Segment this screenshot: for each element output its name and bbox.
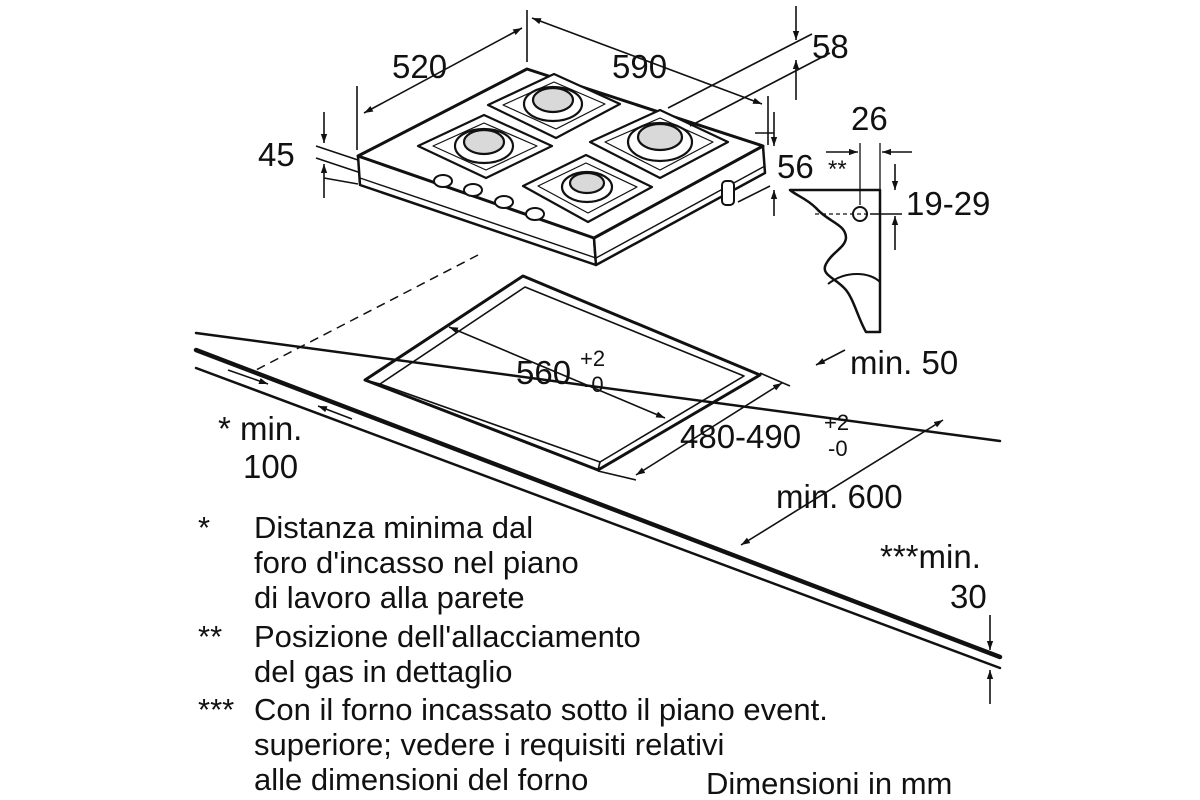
dimension-lines	[227, 6, 994, 704]
footnote-marker: **	[198, 619, 223, 654]
cutout-width-plus: +2	[824, 410, 850, 435]
projection-dashed-line	[255, 254, 479, 371]
gas-bracket-profile	[788, 188, 882, 334]
burner-front	[521, 153, 654, 224]
cutout-length-base: 560	[516, 354, 572, 391]
burner-right	[588, 108, 730, 180]
footnote-line: superiore; vedere i requisiti relativi	[254, 727, 725, 762]
footnote-line: di lavoro alla parete	[254, 580, 525, 615]
footnote-line: Posizione dell'allacciamento	[254, 619, 641, 654]
footnote-marker: *	[198, 510, 211, 545]
dim-gas-19-29: 19-29	[906, 185, 991, 222]
footnote-line: Con il forno incassato sotto il piano ev…	[254, 692, 828, 727]
dim-min-600: min. 600	[776, 478, 903, 515]
dim-oven-min-label: ***min.	[880, 538, 981, 575]
cutout-opening	[363, 274, 762, 472]
units-caption: Dimensioni in mm	[706, 766, 953, 800]
cutout-width-minus: -0	[828, 436, 848, 461]
footnote-line: Distanza minima dal	[254, 510, 534, 545]
gas-connection-detail	[788, 143, 882, 334]
dim-oven-min-value: 30	[950, 578, 987, 615]
gas-detail-marker: **	[828, 156, 847, 183]
dim-height-56: 56	[777, 148, 814, 185]
control-knobs	[433, 174, 545, 221]
dim-cutout-width: 480-490 +2 -0	[680, 412, 849, 460]
countertop-front-lower-edge	[194, 366, 1002, 670]
dim-wall-min-value: 100	[243, 448, 299, 485]
dim-wall-min-label: * min.	[218, 410, 303, 447]
footnote-line: foro d'incasso nel piano	[254, 545, 579, 580]
dim-height-45: 45	[258, 136, 295, 173]
footnote-line: alle dimensioni del forno	[254, 762, 589, 797]
cutout-length-plus: +2	[580, 346, 606, 371]
cutout-length-minus: -0	[584, 372, 604, 397]
dim-depth-58: 58	[812, 28, 849, 65]
footnote-marker: ***	[198, 692, 235, 727]
footnote-line: del gas in dettaglio	[254, 654, 513, 689]
dim-min-50: min. 50	[850, 344, 959, 381]
dim-cutout-length: 560 +2 -0	[516, 348, 605, 396]
dim-length-590: 590	[612, 48, 668, 85]
hob-foot	[721, 180, 735, 206]
dim-width-520: 520	[392, 48, 448, 85]
burner-left	[416, 113, 554, 180]
burners	[416, 72, 730, 224]
dim-gas-26: 26	[851, 100, 888, 137]
countertop-front-edge	[193, 347, 1003, 660]
cutout-width-base: 480-490	[680, 418, 802, 455]
